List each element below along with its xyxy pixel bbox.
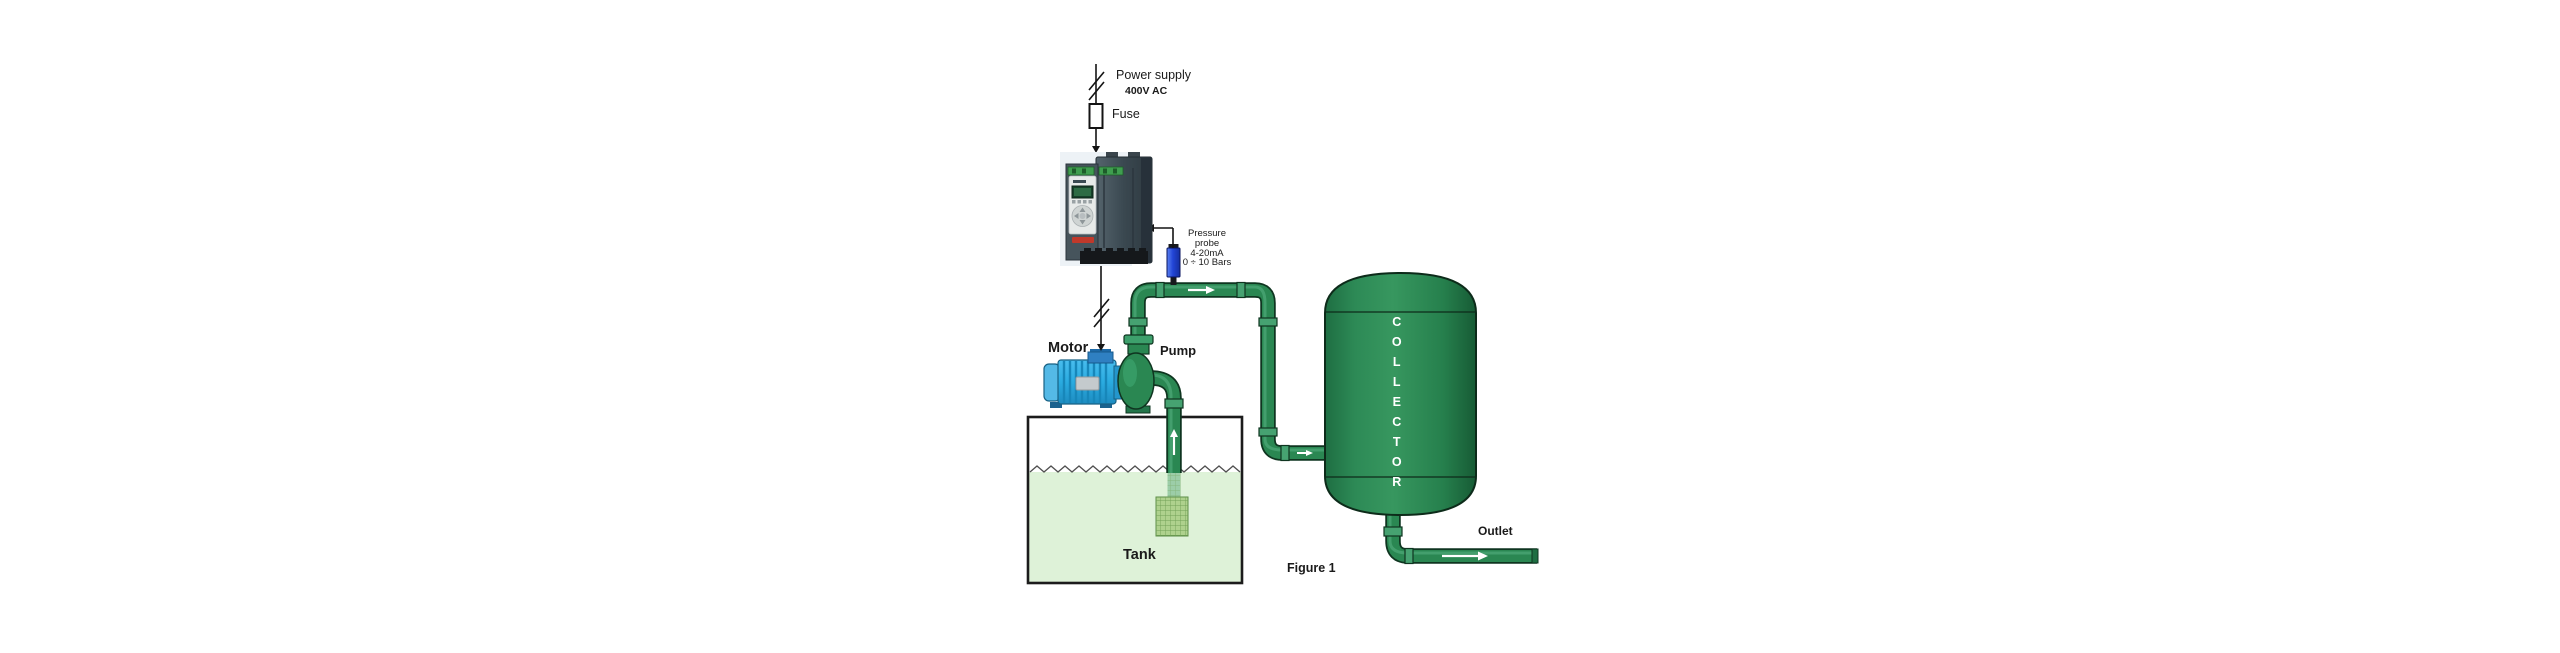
vfd-drive-icon [1060, 152, 1153, 266]
pressure-probe-label-line2: probe [1194, 237, 1220, 249]
collector-vessel [1324, 271, 1477, 517]
flow-arrows [1170, 286, 1488, 561]
tank-water [1029, 472, 1241, 582]
tank-wall [1026, 415, 1244, 585]
wire-arrowhead [1097, 344, 1105, 351]
flow-arrow-right-icon [1206, 286, 1215, 294]
pipe-outlet [1383, 510, 1539, 565]
figure-caption: Figure 1 [1287, 561, 1336, 575]
pressure-probe-label-line1: Pressure [1187, 228, 1226, 239]
drive-terminal-strip [1067, 166, 1095, 176]
pipe-coupling [1155, 281, 1165, 299]
fuse-icon [1088, 103, 1104, 129]
motor-label: Motor [1048, 340, 1089, 356]
pipe-coupling [1258, 317, 1278, 327]
outlet-label: Outlet [1478, 524, 1513, 538]
motor-nameplate [1075, 376, 1100, 391]
drive-brand-logo [1072, 237, 1094, 243]
voltage-label: 400V AC [1125, 85, 1168, 97]
pressure-probe-label: Pressure probe 4-20mA 0 ÷ 10 Bars [1176, 229, 1238, 268]
pump-icon [1117, 334, 1155, 414]
power-supply-wire [1088, 64, 1105, 147]
suction-strainer [1155, 470, 1189, 537]
pipe-discharge [1128, 281, 1326, 462]
pipe-end-cap [1531, 548, 1539, 564]
motor-terminal-box [1087, 351, 1114, 364]
probe-signal-wire [1154, 227, 1174, 248]
motor-icon [1043, 349, 1125, 408]
pipe-coupling [1164, 398, 1184, 409]
flow-arrow-right-icon [1306, 450, 1313, 456]
collector-label: COLLECTOR [1389, 315, 1404, 495]
pipe-coupling [1258, 427, 1278, 437]
pipe-coupling [1383, 526, 1403, 537]
wire-arrowhead [1092, 146, 1100, 153]
pressure-probe-label-line3: 4-20mA [1190, 247, 1224, 259]
drive-terminal-strip [1098, 166, 1124, 176]
flow-arrow-right-icon [1478, 551, 1488, 561]
pipe-suction [1150, 370, 1184, 473]
pipe-coupling [1404, 547, 1414, 565]
power-supply-label: Power supply [1116, 68, 1192, 82]
drive-to-motor-wire [1093, 264, 1110, 345]
tank [1026, 415, 1244, 585]
pump-label: Pump [1160, 343, 1197, 358]
pipe-coupling [1128, 317, 1148, 327]
pipe-coupling [1236, 281, 1246, 299]
flow-arrow-up-icon [1170, 429, 1178, 437]
fuse-label: Fuse [1112, 107, 1140, 121]
pressure-probe-label-line4: 0 ÷ 10 Bars [1182, 257, 1232, 269]
pipe-coupling [1280, 444, 1290, 462]
drive-bottom-terminals [1080, 251, 1148, 264]
tank-waterline [1029, 465, 1241, 473]
tank-label: Tank [1123, 547, 1156, 563]
